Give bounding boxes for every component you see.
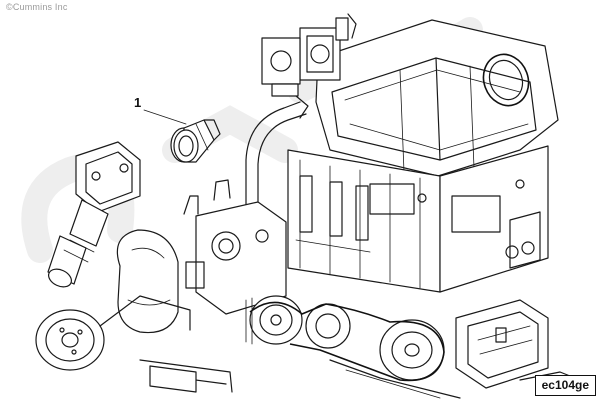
hose-bend	[116, 229, 179, 334]
belt-pulleys	[245, 295, 445, 382]
thermostat-housing-cover	[47, 141, 141, 288]
ring-gasket	[482, 53, 530, 107]
intake-runners	[295, 175, 371, 253]
callout-number: 1	[134, 95, 142, 110]
engine-thermostat-housing	[183, 179, 287, 315]
coolant-pipe	[245, 83, 309, 241]
figure-code-label: ec104ge	[534, 375, 596, 396]
alternator	[455, 299, 549, 389]
leader-line	[143, 109, 187, 125]
copyright-notice: ©Cummins Inc	[6, 2, 68, 12]
top-fitting	[261, 13, 357, 85]
cylinder-block	[287, 145, 549, 293]
valve-cover	[315, 19, 559, 177]
lower-brackets	[139, 359, 581, 399]
crank-pulley	[35, 295, 191, 371]
thermostat-part	[170, 119, 221, 163]
